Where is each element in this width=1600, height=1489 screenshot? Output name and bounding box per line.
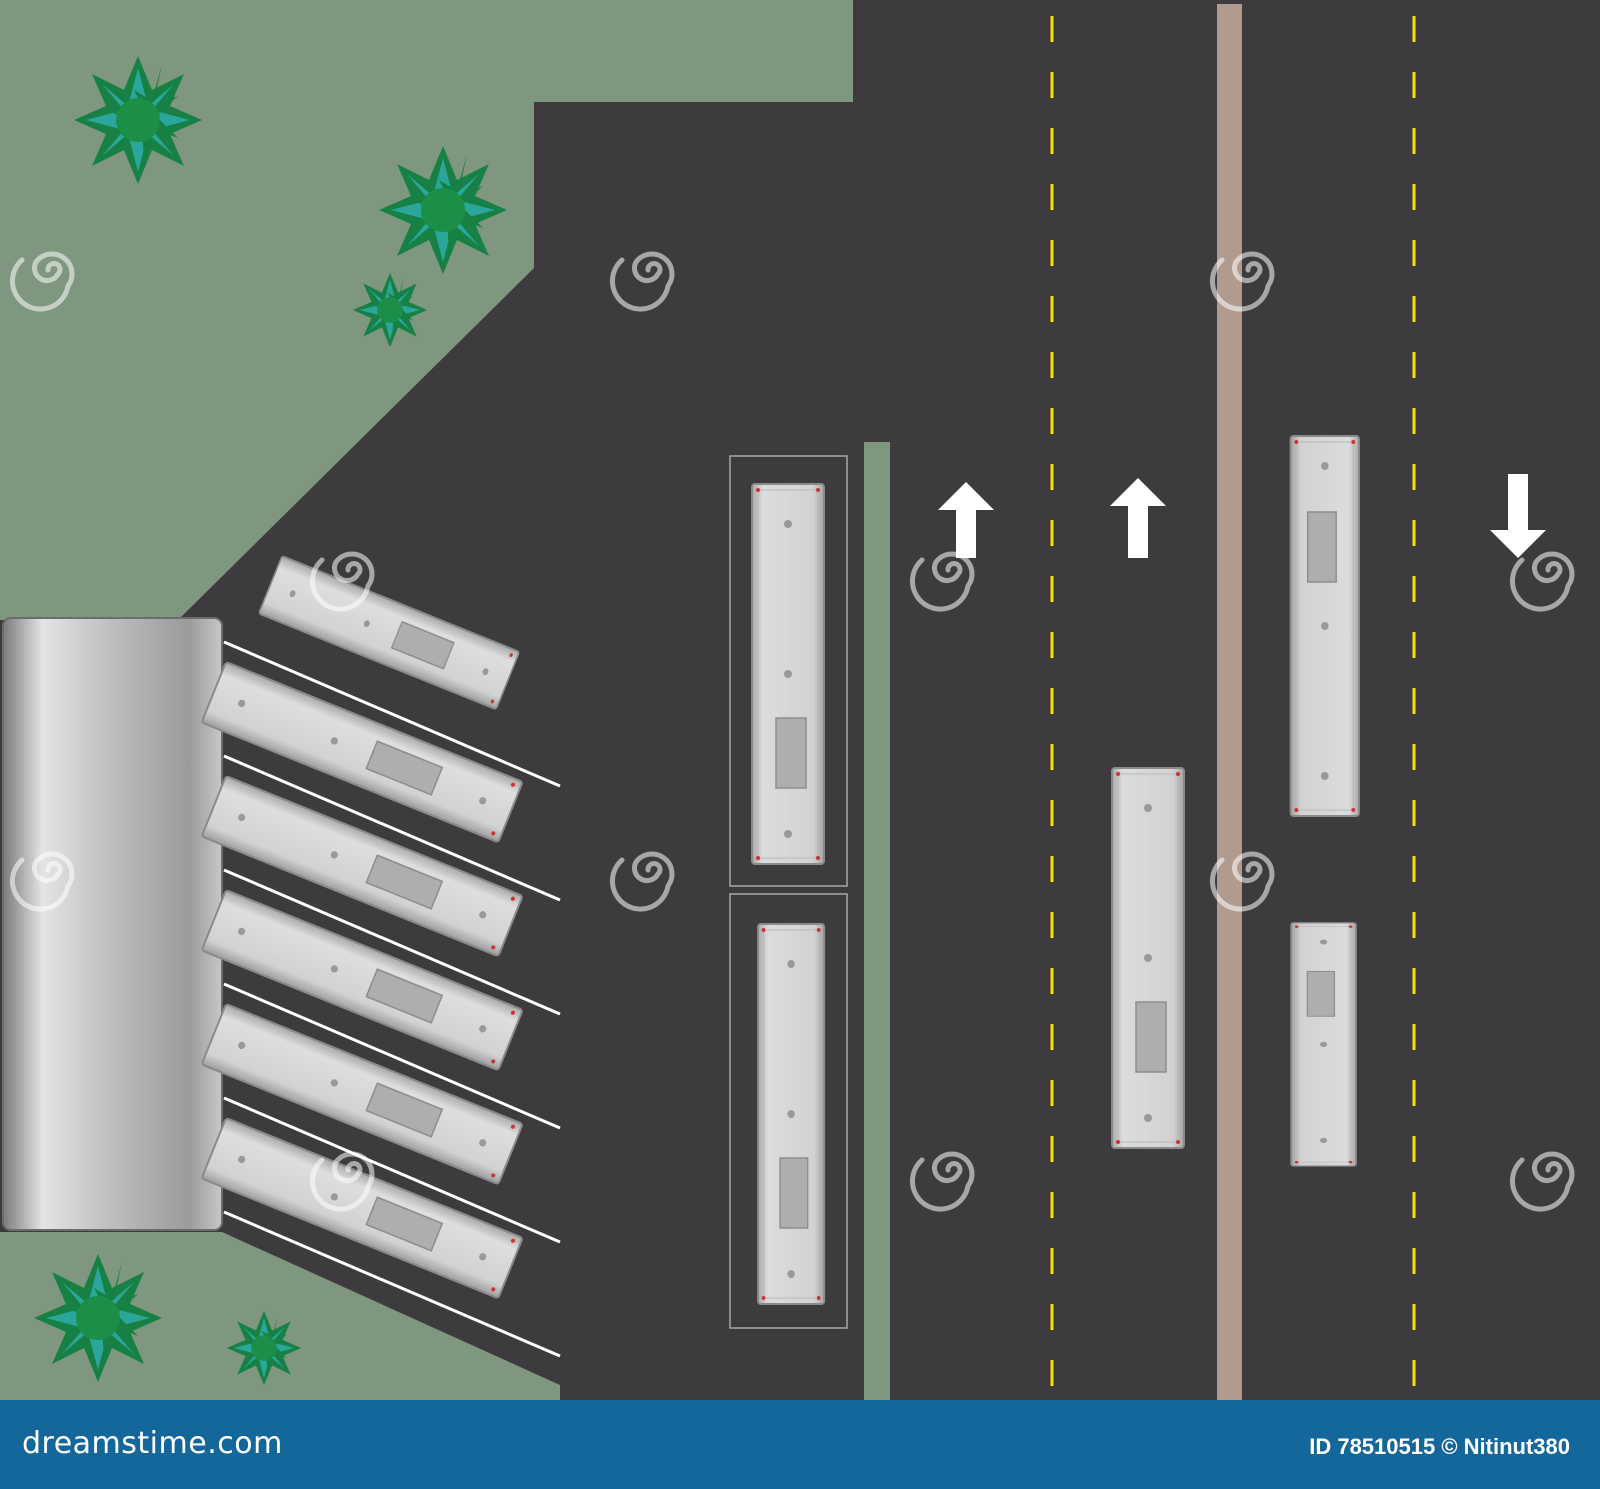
green-separator	[864, 442, 890, 1400]
arrow-down-icon	[1490, 474, 1546, 558]
bus-terminal-top-view	[0, 0, 1575, 1400]
footer-credit: ID 78510515 © Nitinut380	[1309, 1434, 1570, 1459]
stop-bay-outline-2	[729, 893, 848, 1329]
footer-brand: dreamstime.com	[22, 1426, 283, 1461]
parking-bay-lines	[223, 640, 561, 1358]
footer-bar: dreamstime.com ID 78510515 © Nitinut380	[0, 1400, 1600, 1489]
tree-icon	[352, 272, 428, 348]
road-median	[1217, 4, 1242, 1400]
arrow-up-icon	[1110, 478, 1166, 558]
tree-icon	[34, 1254, 162, 1382]
stop-bay-outline-1	[729, 455, 848, 887]
stopped-bus-2	[757, 923, 826, 1305]
tree-icon	[379, 146, 507, 274]
arrow-up-icon	[938, 482, 994, 558]
stopped-bus-1	[751, 483, 825, 865]
terminal-building	[2, 617, 223, 1231]
traffic-bus-southbound-1	[1289, 435, 1360, 817]
traffic-bus-northbound	[1111, 767, 1185, 1149]
tree-icon	[226, 1310, 302, 1386]
traffic-bus-southbound-2	[1290, 921, 1357, 1167]
tree-icon	[74, 56, 202, 184]
